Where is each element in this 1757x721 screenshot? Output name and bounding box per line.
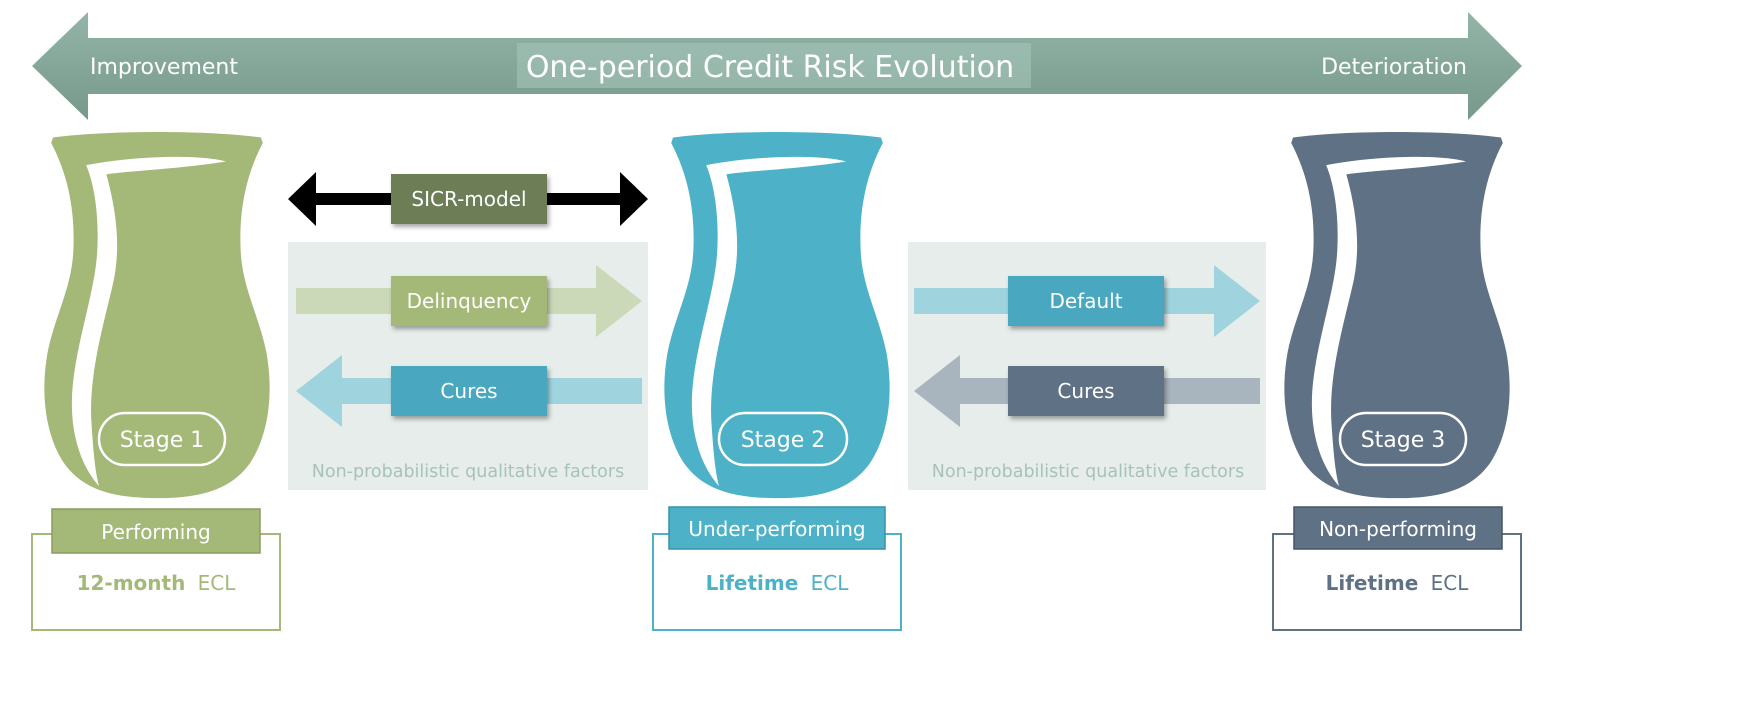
stage-3-ecl-suffix: ECL xyxy=(1431,571,1470,595)
default-label: Default xyxy=(1049,289,1122,313)
stage-2-ecl-horizon: Lifetime xyxy=(706,571,799,595)
stage-1-status: Performing xyxy=(101,520,210,544)
banner-title-box xyxy=(517,43,1031,88)
stage-2-status: Under-performing xyxy=(688,517,865,541)
cures-2-label: Cures xyxy=(1057,379,1114,403)
stage-2-label: Stage 2 xyxy=(741,428,826,453)
stage-2-ecl: Lifetime ECL xyxy=(706,571,850,595)
stage-2-info: Under-performing Lifetime ECL xyxy=(652,506,902,631)
cures-arrow-2: Cures xyxy=(914,355,1260,427)
evolution-banner: One-period Credit Risk Evolution Improve… xyxy=(32,12,1522,120)
sicr-arrow: SICR-model xyxy=(288,172,648,226)
stage-1-ecl-suffix: ECL xyxy=(198,571,237,595)
stage-3-label: Stage 3 xyxy=(1361,428,1446,453)
factors-label-right: Non-probabilistic qualitative factors xyxy=(932,462,1244,482)
stage-3-info: Non-performing Lifetime ECL xyxy=(1272,506,1522,631)
delinquency-label: Delinquency xyxy=(407,289,532,313)
stage-1-badge: Stage 1 xyxy=(97,411,227,467)
cures-arrow-1: Cures xyxy=(296,355,642,427)
improvement-label: Improvement xyxy=(90,55,238,80)
stage-2-ecl-suffix: ECL xyxy=(811,571,850,595)
cures-1-label: Cures xyxy=(440,379,497,403)
stage-1-label: Stage 1 xyxy=(120,428,205,453)
stage-3-ecl: Lifetime ECL xyxy=(1326,571,1470,595)
stage-3-status: Non-performing xyxy=(1319,517,1477,541)
default-arrow: Default xyxy=(914,265,1260,337)
stage-1-info: Performing 12-month ECL xyxy=(31,508,281,631)
sicr-label: SICR-model xyxy=(411,187,526,211)
deterioration-label: Deterioration xyxy=(1321,55,1467,80)
stage-3-badge: Stage 3 xyxy=(1338,411,1468,467)
stage-3-ecl-horizon: Lifetime xyxy=(1326,571,1419,595)
stage-1-ecl: 12-month ECL xyxy=(77,571,237,595)
banner-title: One-period Credit Risk Evolution xyxy=(526,50,1014,85)
factors-label-left: Non-probabilistic qualitative factors xyxy=(312,462,624,482)
stage-1-ecl-horizon: 12-month xyxy=(77,571,186,595)
delinquency-arrow: Delinquency xyxy=(296,265,642,337)
stage-2-badge: Stage 2 xyxy=(717,411,849,467)
